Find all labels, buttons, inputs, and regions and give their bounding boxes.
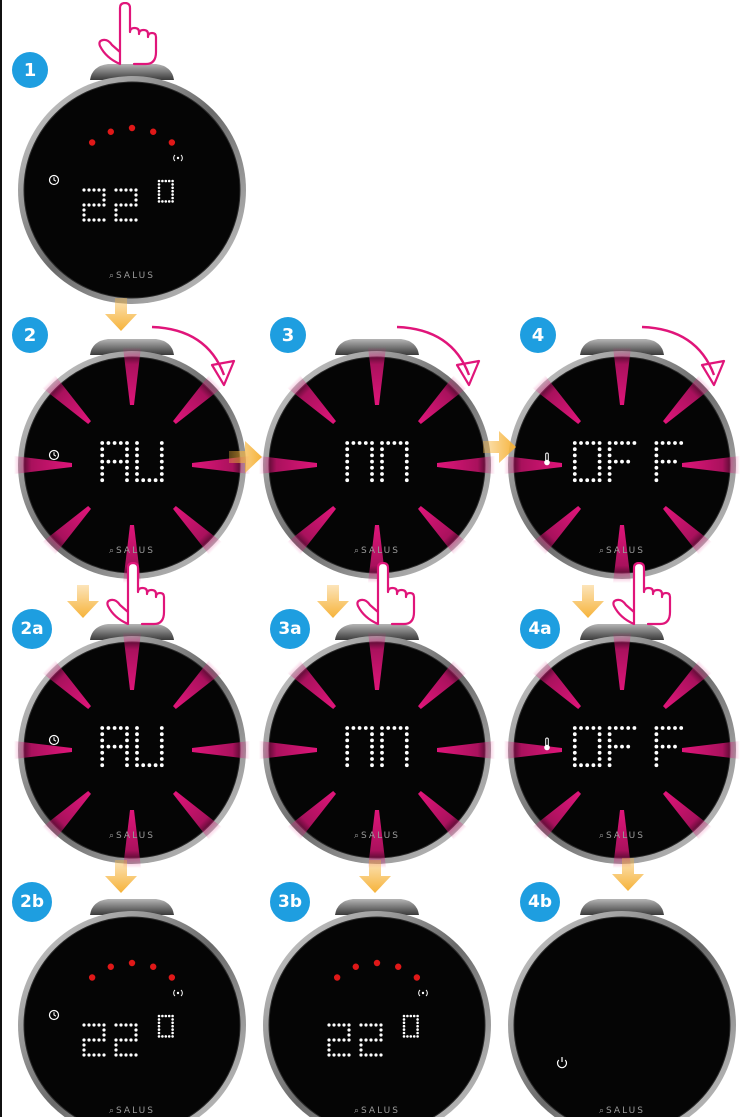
led-dot <box>89 974 95 980</box>
press-hand-step-4a <box>610 562 672 633</box>
press-hand-step-2a <box>104 562 166 633</box>
brand-logo: ⌕SALUS <box>257 831 497 841</box>
led-dot <box>169 139 175 145</box>
step-badge-1: 1 <box>12 52 48 88</box>
brand-logo: ⌕SALUS <box>12 831 252 841</box>
step-badge-2b: 2b <box>12 882 52 922</box>
led-dot <box>108 129 114 135</box>
arrow-3-to-3a <box>316 585 350 624</box>
led-dot <box>129 960 135 966</box>
arrow-3a-to-3b <box>358 860 392 899</box>
step-badge-3: 3 <box>270 317 306 353</box>
led-dot <box>108 964 114 970</box>
step-badge-3b: 3b <box>270 882 310 922</box>
brand-logo: ⌕SALUS <box>12 1106 252 1116</box>
arrow-2-to-3 <box>229 440 263 479</box>
thermostat-device-2b: ⌕SALUS <box>12 895 252 1117</box>
thermostat-device-3: ⌕SALUS <box>257 335 497 585</box>
arrow-4-to-4a <box>571 585 605 624</box>
step-badge-2a: 2a <box>12 609 52 649</box>
step-badge-2: 2 <box>12 317 48 353</box>
led-dot <box>169 974 175 980</box>
arrow-2-to-2a <box>66 585 100 624</box>
step-badge-4b: 4b <box>520 882 560 922</box>
brand-logo: ⌕SALUS <box>257 1106 497 1116</box>
led-dot <box>150 964 156 970</box>
arrow-3-to-4 <box>483 430 517 469</box>
brand-logo: ⌕SALUS <box>12 271 252 281</box>
press-hand-step-3a <box>354 562 416 633</box>
step-badge-3a: 3a <box>270 609 310 649</box>
brand-logo: ⌕SALUS <box>502 546 742 556</box>
thermostat-device-4: ⌕SALUS <box>502 335 742 585</box>
arrow-1-to-2 <box>104 298 138 337</box>
thermostat-device-4a: ⌕SALUS <box>502 620 742 870</box>
thermostat-device-3b: ⌕SALUS <box>257 895 497 1117</box>
led-dot <box>89 139 95 145</box>
led-dot <box>129 125 135 131</box>
step-badge-4a: 4a <box>520 609 560 649</box>
led-dot <box>334 974 340 980</box>
led-dot <box>395 964 401 970</box>
led-dot <box>353 964 359 970</box>
brand-logo: ⌕SALUS <box>502 831 742 841</box>
brand-logo: ⌕SALUS <box>12 546 252 556</box>
brand-logo: ⌕SALUS <box>502 1106 742 1116</box>
thermostat-device-4b: ⌕SALUS <box>502 895 742 1117</box>
brand-logo: ⌕SALUS <box>257 546 497 556</box>
thermostat-device-3a: ⌕SALUS <box>257 620 497 870</box>
left-border <box>0 0 2 1117</box>
thermostat-device-2a: ⌕SALUS <box>12 620 252 870</box>
step-badge-4: 4 <box>520 317 556 353</box>
led-dot <box>374 960 380 966</box>
thermostat-device-1: ⌕SALUS <box>12 60 252 310</box>
led-dot <box>414 974 420 980</box>
arrow-4a-to-4b <box>611 858 645 897</box>
arrow-2a-to-2b <box>104 860 138 899</box>
thermostat-device-2: ⌕SALUS <box>12 335 252 585</box>
led-dot <box>150 129 156 135</box>
press-hand-step-1 <box>96 2 158 73</box>
